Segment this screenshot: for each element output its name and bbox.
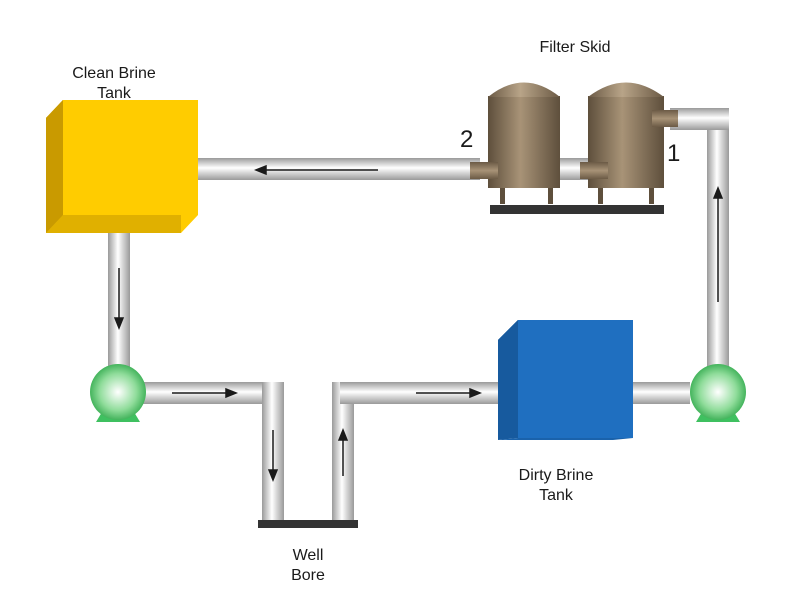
arrow-down-left	[113, 268, 125, 331]
arrow-right-to-dirty	[416, 387, 483, 399]
clean-brine-tank	[46, 100, 198, 233]
well-bore-base	[258, 520, 358, 528]
pump-left	[90, 364, 146, 422]
dirty-tank-label-line1: Dirty Brine	[518, 467, 594, 484]
port-2-label: 2	[460, 126, 474, 153]
well-bore-label-line2: Bore	[291, 567, 325, 584]
filter-vessel-left	[470, 82, 560, 204]
well-bore-label: Well Bore	[258, 546, 358, 586]
filter-vessel-right	[580, 82, 678, 204]
port-1-label: 1	[667, 140, 681, 167]
arrow-up-from-well	[337, 427, 349, 476]
well-bore-label-line1: Well	[292, 547, 324, 564]
filter-skid-label: Filter Skid	[510, 38, 640, 58]
dirty-brine-tank	[498, 320, 633, 440]
pipe-pump-to-filter-h	[670, 108, 729, 130]
filter-skid-label-text: Filter Skid	[539, 39, 611, 56]
arrow-up-right	[712, 185, 724, 302]
clean-tank-label-line1: Clean Brine	[72, 65, 156, 82]
filter-skid	[470, 82, 678, 214]
dirty-tank-label-line2: Tank	[539, 487, 573, 504]
arrow-left-top	[253, 164, 378, 176]
dirty-tank-label: Dirty Brine Tank	[486, 466, 626, 506]
clean-tank-label: Clean Brine Tank	[44, 64, 184, 104]
pump-right	[690, 364, 746, 422]
arrow-right-pump-out	[172, 387, 239, 399]
clean-tank-label-line2: Tank	[97, 85, 131, 102]
arrow-down-to-well	[267, 430, 279, 483]
pipe-dirty-to-pump	[630, 382, 690, 404]
pipe-filter-to-clean-tank	[180, 158, 480, 180]
skid-base	[490, 205, 664, 214]
flow-arrows	[113, 164, 724, 483]
